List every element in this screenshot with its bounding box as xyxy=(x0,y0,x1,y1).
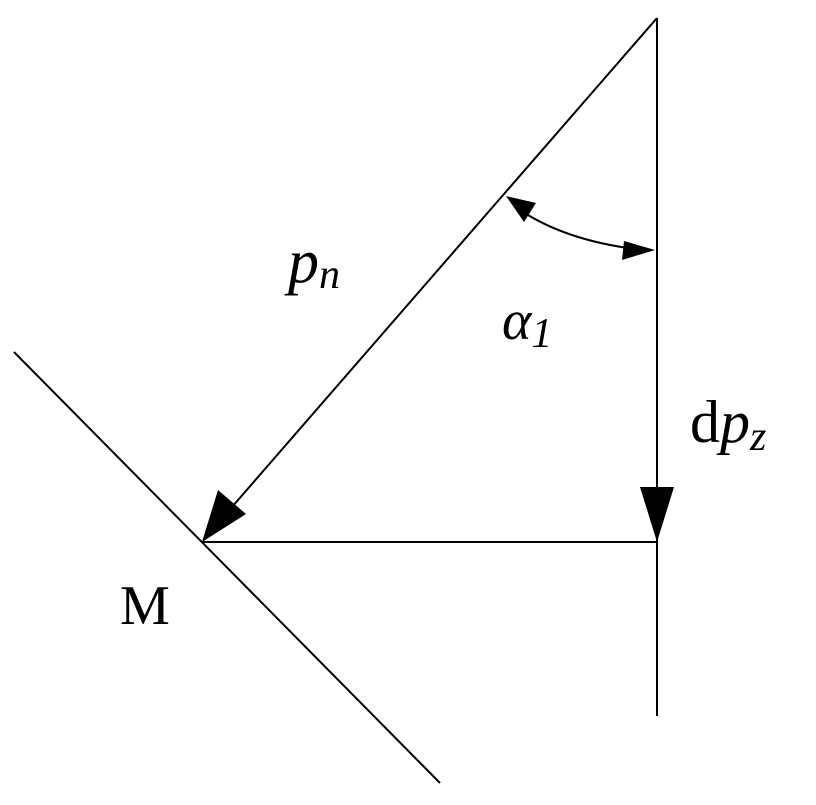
pn-arrowhead xyxy=(202,490,246,542)
angle-arc xyxy=(519,209,636,250)
pn-arrow-line xyxy=(224,17,658,516)
dpz-arrowhead xyxy=(640,487,674,542)
dpz-label: dpz xyxy=(690,389,766,460)
alpha-label: α1 xyxy=(502,290,552,357)
surface-line xyxy=(13,351,441,784)
angle-arc-arrowhead-left xyxy=(506,196,536,222)
point-m-label: M xyxy=(120,575,170,637)
angle-arc-arrowhead-right xyxy=(622,241,655,260)
pn-label: pn xyxy=(284,228,340,298)
